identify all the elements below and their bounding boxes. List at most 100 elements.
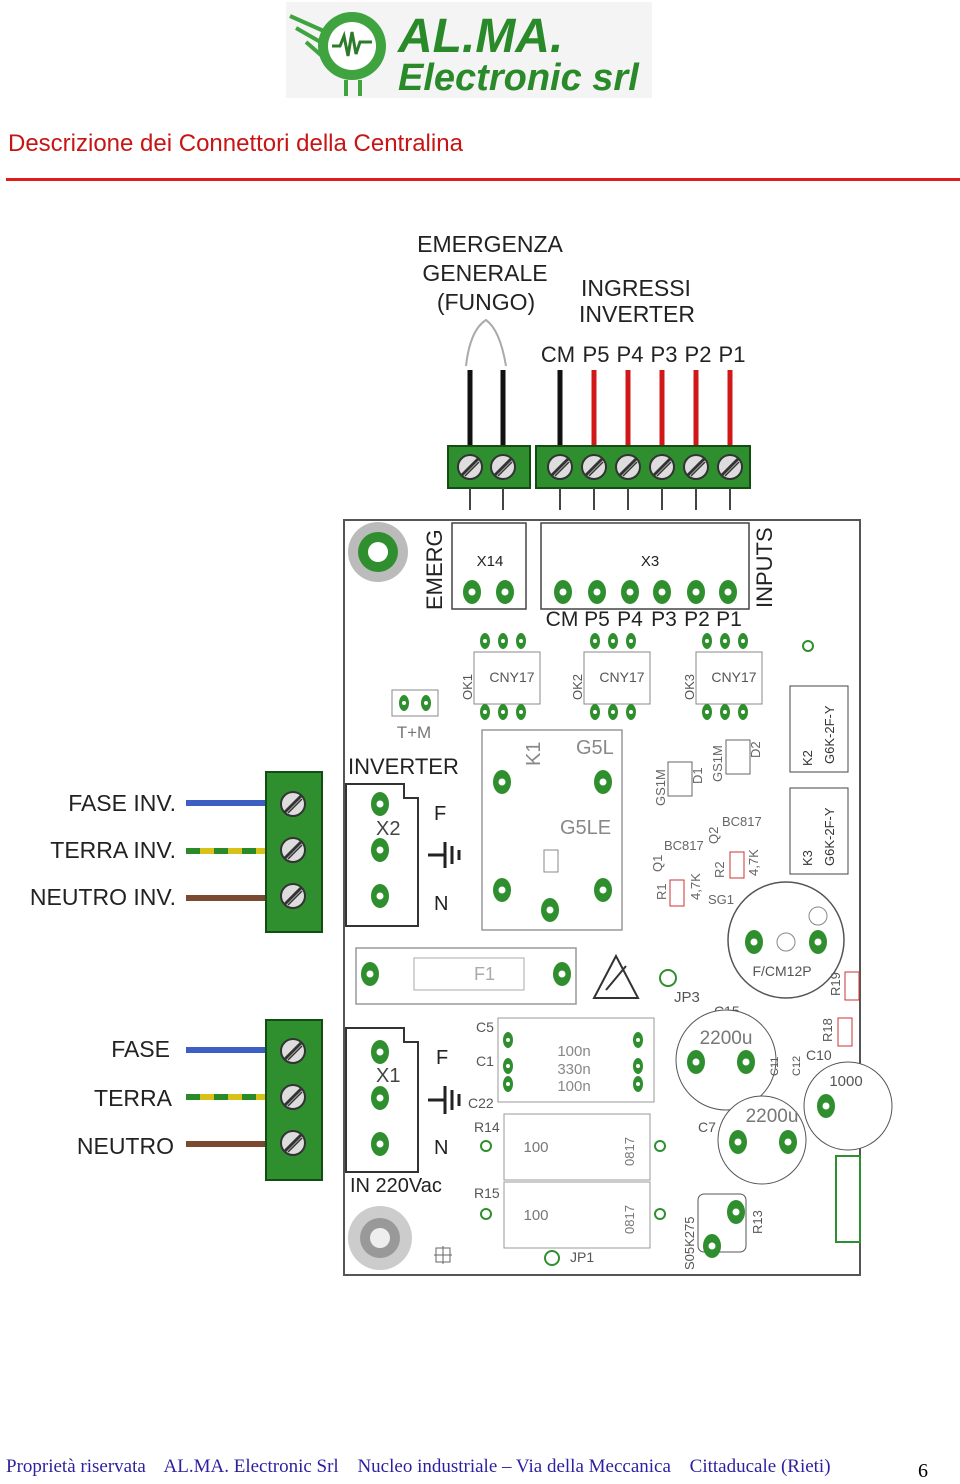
- transistor-q1: BC817 Q1: [650, 838, 704, 872]
- svg-text:R15: R15: [474, 1185, 500, 1201]
- svg-text:OK1: OK1: [460, 674, 475, 700]
- svg-text:INGRESSI: INGRESSI: [581, 275, 691, 301]
- inverter-symbol-labels: F N: [434, 803, 448, 915]
- svg-text:1000: 1000: [829, 1073, 862, 1090]
- svg-text:0817: 0817: [622, 1137, 637, 1166]
- svg-text:BC817: BC817: [664, 838, 704, 853]
- svg-text:P1: P1: [719, 342, 746, 367]
- connector-diagram: EMERGENZA GENERALE (FUNGO) INGRESSI INVE…: [0, 210, 893, 1290]
- svg-text:F1: F1: [474, 964, 495, 984]
- diode-d1: GS1M D1: [653, 761, 705, 806]
- emergenza-label: EMERGENZA GENERALE (FUNGO): [417, 231, 563, 315]
- emerg-label: EMERG: [422, 529, 447, 610]
- mounting-hole-icon: [348, 1206, 412, 1270]
- input-pin-labels-top: CM P5 P4 P3 P2 P1: [541, 342, 746, 367]
- capacitor-c7: 2200u C7: [698, 1095, 807, 1185]
- x3-label: X3: [641, 553, 659, 570]
- footer-item: Cittaducale (Rieti): [689, 1456, 831, 1477]
- inputs-terminal-block: [535, 445, 751, 489]
- resistor-r19: R19: [828, 971, 860, 1001]
- inverter-wire-labels: FASE INV. TERRA INV. NEUTRO INV.: [30, 790, 176, 910]
- svg-text:4,7K: 4,7K: [688, 873, 703, 900]
- page-number: 6: [918, 1460, 928, 1482]
- logo-line1: AL.MA.: [397, 10, 563, 63]
- svg-text:G5LE: G5LE: [560, 817, 611, 839]
- svg-text:N: N: [434, 893, 448, 915]
- ground-icon: [428, 1086, 461, 1114]
- svg-text:100n: 100n: [557, 1078, 590, 1095]
- sg1-label: SG1: [708, 892, 734, 907]
- ingressi-label: INGRESSI INVERTER: [579, 275, 695, 327]
- svg-text:P3: P3: [651, 608, 677, 631]
- svg-text:R2: R2: [712, 861, 727, 878]
- svg-text:NEUTRO INV.: NEUTRO INV.: [30, 884, 176, 910]
- svg-text:CNY17: CNY17: [599, 669, 644, 685]
- svg-text:R1: R1: [654, 883, 669, 900]
- footer: Proprietà riservata AL.MA. Electronic Sr…: [6, 1456, 845, 1478]
- svg-text:P2: P2: [684, 608, 710, 631]
- ground-icon: [428, 842, 461, 868]
- svg-text:S05K275: S05K275: [682, 1217, 697, 1271]
- svg-text:FASE INV.: FASE INV.: [68, 790, 176, 816]
- svg-text:K3: K3: [800, 850, 815, 866]
- svg-text:D1: D1: [690, 767, 705, 784]
- svg-text:C1: C1: [476, 1053, 494, 1069]
- svg-text:Q2: Q2: [706, 827, 721, 844]
- mains-symbol-labels: F N IN 220Vac: [350, 1047, 448, 1197]
- company-logo: AL.MA. Electronic srl: [286, 2, 652, 98]
- svg-text:C10: C10: [806, 1047, 832, 1063]
- logo-line2: Electronic srl: [398, 57, 640, 98]
- resistor-r2: R2 4,7K: [712, 849, 761, 879]
- mains-wires: [186, 1047, 268, 1147]
- optocoupler-ok2: CNY17 OK2: [570, 633, 651, 720]
- mains-terminal-block: [265, 1019, 323, 1181]
- inverter-label: INVERTER: [348, 754, 459, 779]
- capacitors-c11-c12: C11 C12: [769, 1056, 803, 1076]
- terminal-pins: [469, 488, 731, 510]
- svg-text:R19: R19: [828, 972, 843, 996]
- footer-item: AL.MA. Electronic Srl: [163, 1456, 339, 1477]
- svg-text:2200u: 2200u: [746, 1106, 799, 1127]
- inverter-input-wires: [557, 370, 733, 448]
- svg-text:0817: 0817: [622, 1205, 637, 1234]
- svg-text:CNY17: CNY17: [711, 669, 756, 685]
- tm-jumper: T+M: [391, 689, 439, 742]
- optocoupler-ok1: CNY17 OK1: [460, 633, 541, 720]
- svg-text:P2: P2: [685, 342, 712, 367]
- capacitor-c10: 1000 C10: [803, 1047, 893, 1151]
- svg-text:IN 220Vac: IN 220Vac: [350, 1175, 442, 1197]
- svg-text:K1: K1: [523, 742, 545, 766]
- svg-text:CM: CM: [541, 342, 575, 367]
- jp3: JP3: [659, 969, 700, 1006]
- resistor-r1: R1 4,7K: [654, 873, 703, 907]
- svg-text:GS1M: GS1M: [710, 745, 725, 782]
- svg-text:2200u: 2200u: [700, 1028, 753, 1049]
- circuit-logo-icon: [289, 12, 386, 96]
- svg-text:C12: C12: [791, 1056, 803, 1076]
- emergency-terminal-block: [447, 445, 531, 489]
- svg-text:TERRA: TERRA: [94, 1085, 173, 1111]
- title-rule: [6, 178, 960, 181]
- svg-text:D2: D2: [748, 741, 763, 758]
- svg-text:C5: C5: [476, 1019, 494, 1035]
- svg-text:P5: P5: [583, 342, 610, 367]
- x2-connector: X2: [345, 783, 419, 927]
- component-fcm12p: F/CM12P: [727, 881, 845, 999]
- svg-text:GS1M: GS1M: [653, 769, 668, 806]
- svg-text:R14: R14: [474, 1119, 500, 1135]
- inverter-terminal-block: [265, 771, 323, 933]
- svg-text:K2: K2: [800, 750, 815, 766]
- svg-text:CM: CM: [546, 608, 579, 631]
- inputs-label: INPUTS: [752, 527, 777, 608]
- fiducial-icon: [434, 1246, 452, 1264]
- svg-text:P5: P5: [584, 608, 610, 631]
- svg-text:INVERTER: INVERTER: [579, 301, 695, 327]
- transistor-q2: BC817 Q2: [706, 814, 762, 844]
- svg-text:CNY17: CNY17: [489, 669, 534, 685]
- input-pin-labels-pcb: CM P5 P4 P3 P2 P1: [546, 608, 742, 631]
- svg-text:FASE: FASE: [111, 1036, 170, 1062]
- svg-text:NEUTRO: NEUTRO: [77, 1133, 174, 1159]
- svg-text:JP1: JP1: [570, 1249, 594, 1265]
- x1-connector: X1: [345, 1027, 419, 1173]
- footer-item: Proprietà riservata: [6, 1456, 146, 1477]
